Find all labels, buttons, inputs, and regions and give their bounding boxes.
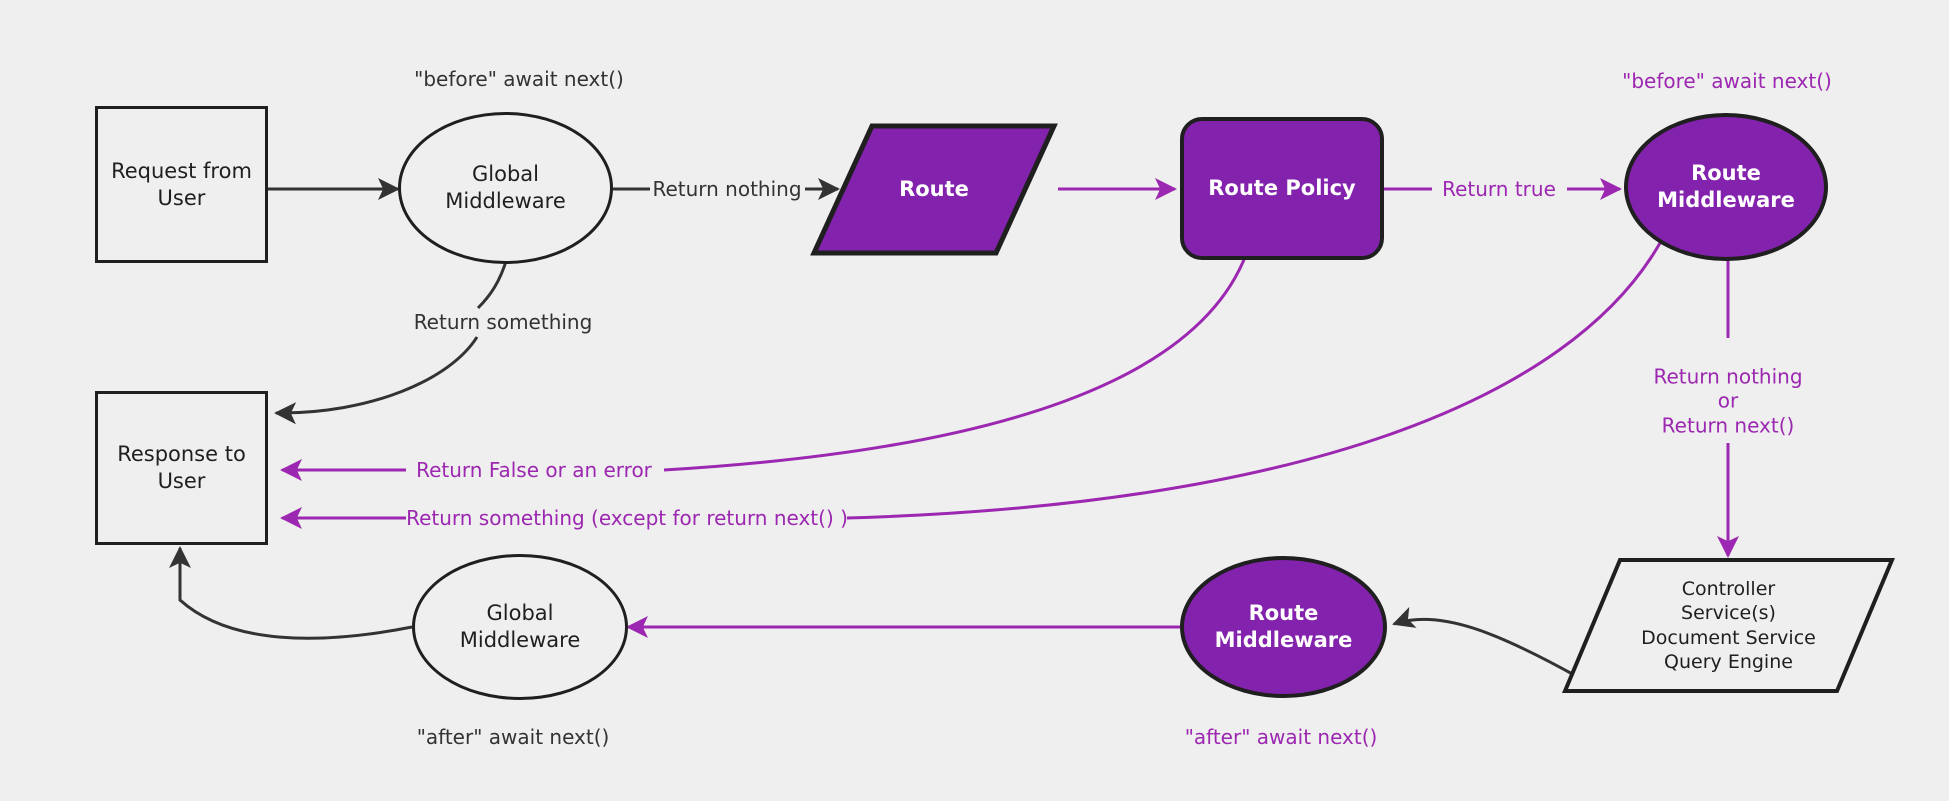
annotation-before-await-next-global: "before" await next() bbox=[414, 66, 624, 91]
node-response-to-user[interactable]: Response to User bbox=[95, 391, 268, 545]
edge-controller-stack-to-route-middleware-bottom bbox=[1392, 607, 1577, 678]
node-route-policy-label: Route Policy bbox=[1208, 176, 1356, 201]
controller-stack-parallelogram-shape bbox=[1561, 558, 1896, 693]
edge-label-return-nothing: Return nothing bbox=[652, 176, 802, 201]
node-route-middleware-top[interactable]: Route Middleware bbox=[1624, 113, 1828, 261]
node-controller-stack[interactable]: Controller Service(s) Document Service Q… bbox=[1561, 557, 1896, 694]
node-request-from-user[interactable]: Request from User bbox=[95, 106, 268, 263]
node-global-middleware-top[interactable]: Global Middleware bbox=[398, 112, 613, 264]
node-route[interactable]: Route bbox=[810, 122, 1058, 257]
node-response-to-user-label: Response to User bbox=[117, 442, 246, 493]
node-route-middleware-top-label: Route Middleware bbox=[1657, 161, 1795, 212]
annotation-after-await-next-global: "after" await next() bbox=[416, 724, 610, 749]
node-route-label: Route bbox=[899, 177, 969, 202]
edge-label-return-false-or-error: Return False or an error bbox=[416, 457, 652, 482]
edge-global-middleware-return-something-a bbox=[476, 257, 509, 310]
edge-route-policy-return-false-error bbox=[663, 251, 1249, 472]
node-controller-stack-label: Controller Service(s) Document Service Q… bbox=[1641, 577, 1816, 673]
annotation-before-await-next-route: "before" await next() bbox=[1622, 68, 1832, 93]
node-route-middleware-bottom-label: Route Middleware bbox=[1214, 601, 1353, 652]
node-route-policy[interactable]: Route Policy bbox=[1180, 117, 1384, 260]
edge-global-middleware-bottom-to-response bbox=[169, 546, 413, 640]
edge-route-middleware-return-something-except bbox=[846, 242, 1662, 520]
edge-label-return-nothing-or-next: Return nothing or Return next() bbox=[1653, 364, 1803, 438]
edge-label-return-true: Return true bbox=[1442, 176, 1556, 201]
edge-label-return-something-top: Return something bbox=[413, 309, 593, 334]
node-route-middleware-bottom[interactable]: Route Middleware bbox=[1180, 556, 1387, 698]
edge-return-something-to-response bbox=[274, 336, 479, 425]
node-global-middleware-bottom-label: Global Middleware bbox=[459, 601, 581, 652]
node-request-from-user-label: Request from User bbox=[111, 158, 252, 210]
node-global-middleware-bottom[interactable]: Global Middleware bbox=[412, 554, 628, 700]
edge-label-return-something-except: Return something (except for return next… bbox=[406, 505, 848, 530]
annotation-after-await-next-route: "after" await next() bbox=[1184, 724, 1378, 749]
node-global-middleware-top-label: Global Middleware bbox=[445, 162, 566, 213]
route-parallelogram-shape bbox=[810, 123, 1058, 256]
